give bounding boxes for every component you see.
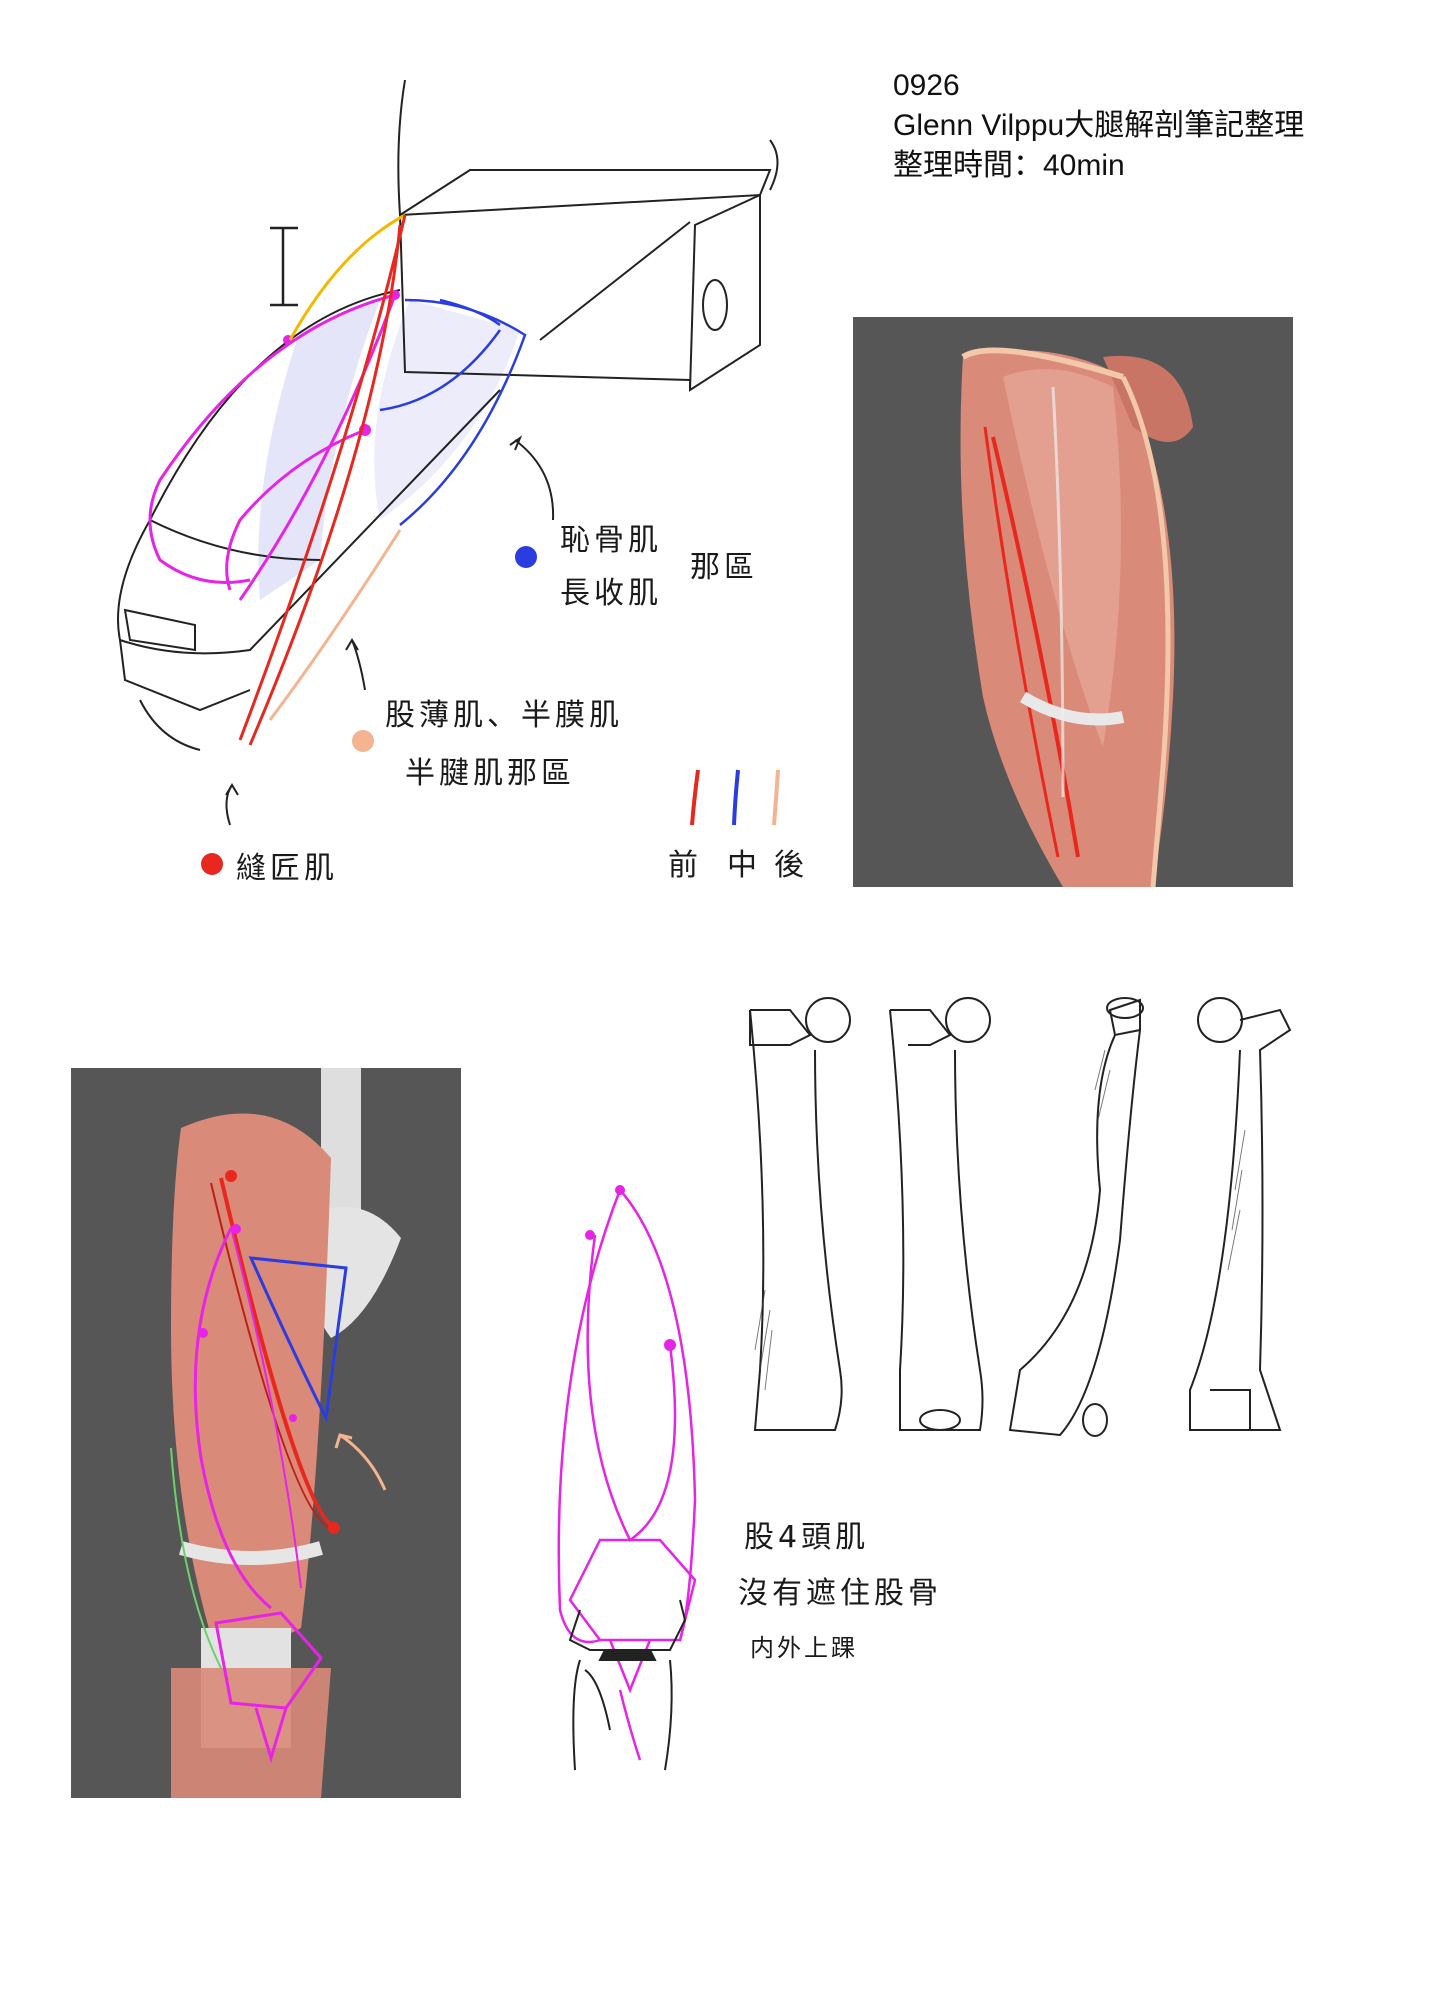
thigh-side-render <box>853 317 1293 887</box>
red-label: 縫匠肌 <box>236 851 338 886</box>
blue-label-line1: 恥骨肌 <box>560 523 662 558</box>
note-duration: 整理時間：40min <box>893 149 1125 182</box>
peach-arrow <box>334 1433 387 1491</box>
blue-label-line2: 長收肌 <box>560 576 662 611</box>
quad-label-line2: 沒有遮住股骨 <box>738 1576 942 1611</box>
blue-label-suffix: 那區 <box>690 550 758 585</box>
quad-label-line3: 内外上踝 <box>750 1634 858 1662</box>
quadriceps-sketch <box>557 1185 697 1771</box>
quad-label-line1: 股4頭肌 <box>744 1520 870 1555</box>
legend-strokes <box>690 769 780 826</box>
peach-label-line1: 股薄肌、半膜肌 <box>385 698 623 733</box>
legend-mid: 中 <box>727 848 761 883</box>
red-legend-dot <box>201 853 223 875</box>
peach-label-line2: 半腱肌那區 <box>405 756 575 791</box>
femur-sketches <box>749 997 1292 1437</box>
peach-legend-dot <box>352 730 374 752</box>
note-title: Glenn Vilppu大腿解剖筆記整理 <box>893 109 1305 142</box>
legend-back: 後 <box>774 848 808 883</box>
blue-legend-dot <box>515 546 537 568</box>
legend-front: 前 <box>668 848 702 883</box>
note-date: 0926 <box>893 69 960 102</box>
thigh-front-render <box>71 1068 461 1798</box>
page-header: 0926 Glenn Vilppu大腿解剖筆記整理 整理時間：40min <box>893 66 1304 186</box>
